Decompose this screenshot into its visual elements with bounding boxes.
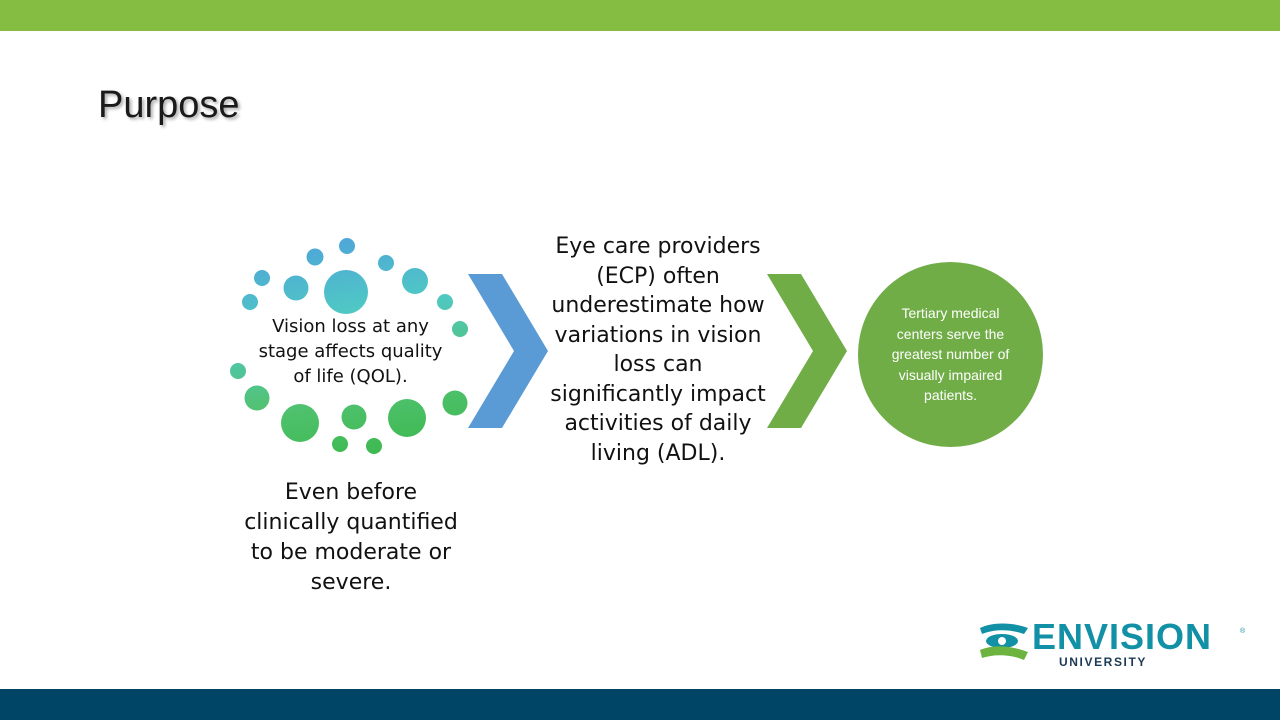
decor-dot [437,294,453,310]
decor-dot [378,255,394,271]
hand-eye-icon [980,623,1028,660]
decor-dot [339,238,355,254]
decor-dot [244,385,270,411]
decor-dot [341,404,367,430]
decor-dot [254,270,270,286]
decor-dot [442,390,468,416]
decor-dot [388,399,426,437]
decor-dot [306,248,324,266]
slide-title: Purpose [98,84,240,126]
logo-subtitle: UNIVERSITY [1059,655,1148,669]
top-accent-bar [0,0,1280,31]
decor-dot [283,275,309,301]
chevron-right-icon-blue [468,274,548,428]
bottom-footer-bar [0,689,1280,720]
decor-dot [452,321,468,337]
decor-dot [366,438,382,454]
decor-dot [402,268,428,294]
step-one-subtext: Even before clinically quantified to be … [244,480,458,595]
step-three-text: Tertiary medical centers serve the great… [891,305,1010,404]
logo-registered-mark: ® [1240,628,1246,635]
decor-dot [324,270,368,314]
decor-dot [242,294,258,310]
chevron-right-icon-green [767,274,847,428]
step-one-text: Vision loss at any stage affects quality… [258,316,443,387]
decor-dot [230,363,246,379]
logo-wordmark: ENVISION [1032,616,1213,657]
step-three-circle: Tertiary medical centers serve the great… [858,262,1043,447]
decor-dot [332,436,348,452]
decor-dot [281,404,319,442]
envision-university-logo: ENVISION ® UNIVERSITY [978,616,1250,672]
step-two-text: Eye care providers (ECP) often underesti… [550,234,766,466]
